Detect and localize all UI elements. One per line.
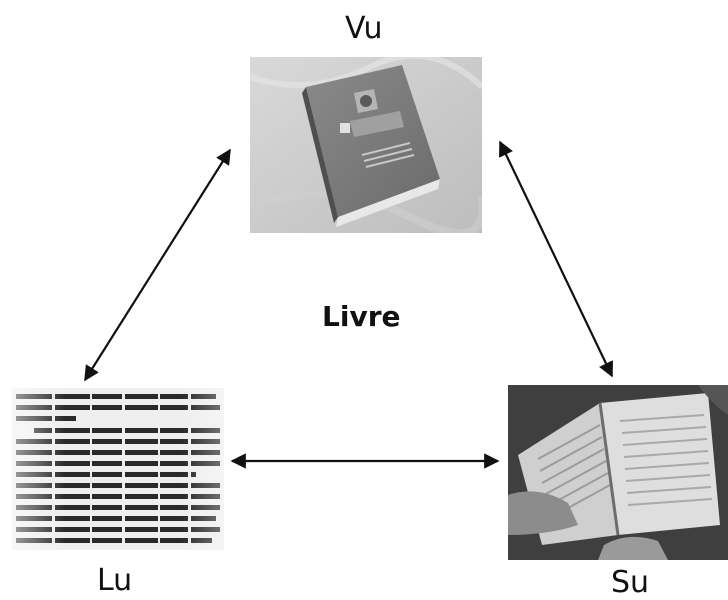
closed-book-photo bbox=[250, 57, 482, 233]
printed-text-photo bbox=[12, 388, 224, 550]
node-label-vu: Vu bbox=[345, 11, 383, 46]
open-book-photo bbox=[508, 385, 728, 560]
node-label-su: Su bbox=[611, 565, 650, 600]
node-label-lu: Lu bbox=[97, 563, 133, 598]
arrow-vu-lu bbox=[84, 148, 231, 382]
arrow-vu-su bbox=[499, 140, 613, 378]
center-label-livre: Livre bbox=[322, 300, 401, 333]
